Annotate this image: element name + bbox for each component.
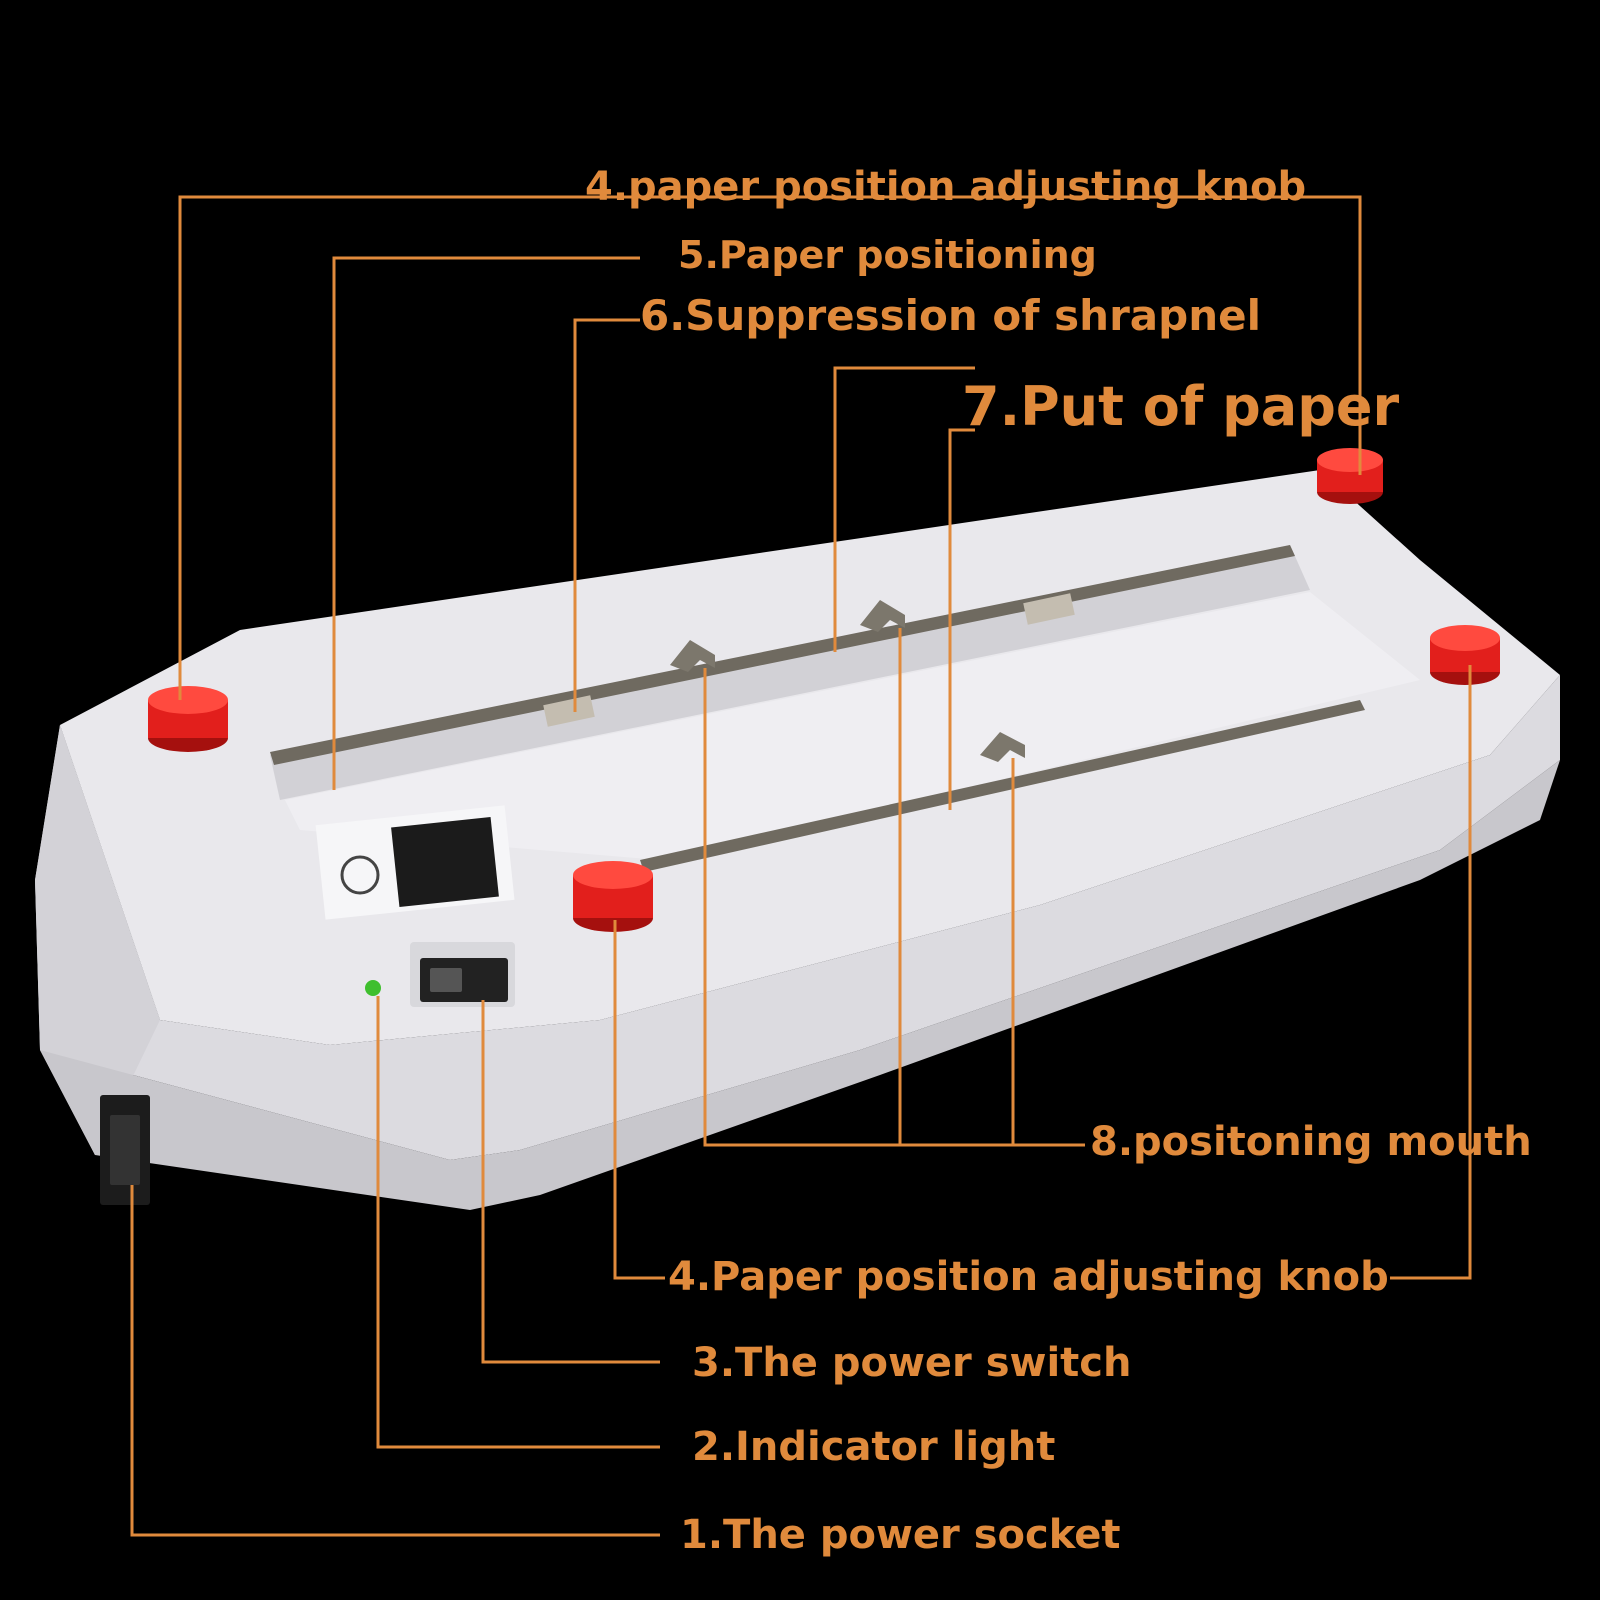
leader-indicator bbox=[376, 996, 660, 1449]
callout-indicator: 2.Indicator light bbox=[692, 1424, 1055, 1470]
leader-lines bbox=[130, 195, 1472, 1537]
positioning-mouth-3 bbox=[980, 732, 1025, 762]
leader-switch bbox=[481, 1000, 660, 1364]
leader-socket bbox=[130, 1185, 660, 1537]
device-left-end bbox=[35, 725, 160, 1155]
knob-top-left-icon[interactable] bbox=[148, 686, 228, 752]
callout-knob-top: 4.paper position adjusting knob bbox=[585, 164, 1306, 210]
callout-knob-bottom: 4.Paper position adjusting knob bbox=[668, 1254, 1389, 1300]
callout-socket: 1.The power socket bbox=[680, 1512, 1120, 1558]
power-socket-icon[interactable] bbox=[100, 1095, 150, 1205]
shrapnel-clip-2 bbox=[1023, 593, 1075, 625]
lower-paper-slot bbox=[640, 700, 1365, 872]
callout-mouth: 8.positoning mouth bbox=[1090, 1119, 1532, 1165]
knob-front-icon[interactable] bbox=[573, 861, 653, 932]
device-base bbox=[40, 760, 1560, 1210]
leader-positioning bbox=[332, 256, 640, 790]
positioning-mouth-1 bbox=[670, 640, 715, 672]
callout-put-paper: 7.Put of paper bbox=[962, 375, 1399, 438]
callout-labels: 4.paper position adjusting knob 5.Paper … bbox=[585, 164, 1532, 1558]
device-front-face bbox=[35, 675, 1560, 1160]
leader-knob-bottom-right bbox=[1390, 665, 1472, 1280]
device-logo-icon bbox=[340, 855, 380, 895]
leader-mouth bbox=[703, 668, 1085, 1147]
positioning-mouth-2 bbox=[860, 600, 905, 632]
shrapnel-clip-1 bbox=[543, 695, 595, 727]
paper-cutter-device bbox=[35, 448, 1560, 1210]
rocker-switch-icon[interactable] bbox=[410, 942, 515, 1007]
callout-shrapnel: 6.Suppression of shrapnel bbox=[640, 291, 1261, 340]
leader-put-paper-2 bbox=[948, 428, 975, 810]
callout-positioning: 5.Paper positioning bbox=[678, 233, 1097, 277]
callout-switch: 3.The power switch bbox=[692, 1340, 1131, 1386]
leader-shrapnel bbox=[573, 318, 640, 712]
leader-put-paper-1 bbox=[833, 366, 975, 652]
indicator-light-icon bbox=[365, 980, 381, 996]
device-label-panel bbox=[391, 816, 499, 908]
device-ledge bbox=[285, 592, 1420, 860]
knob-top-right-icon[interactable] bbox=[1317, 448, 1383, 504]
knob-right-icon[interactable] bbox=[1430, 625, 1500, 685]
leader-knob-bottom bbox=[613, 920, 665, 1280]
leader-knob-top bbox=[178, 195, 1362, 700]
